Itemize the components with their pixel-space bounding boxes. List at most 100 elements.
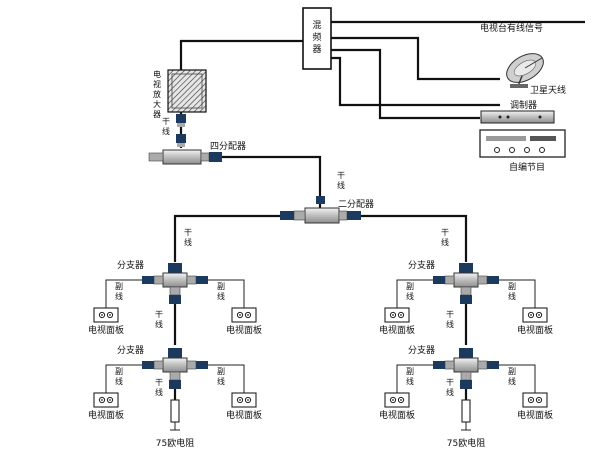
- svg-text:大: 大: [153, 99, 161, 109]
- tap-label: 分支器: [117, 259, 144, 271]
- trunk-label: 干线: [155, 310, 163, 329]
- svg-text:干: 干: [155, 378, 163, 387]
- branch-wire-left: [396, 364, 433, 393]
- svg-text:干: 干: [446, 378, 454, 387]
- trunk-label: 干线: [155, 378, 163, 397]
- resistor-icon: [170, 399, 180, 431]
- svg-text:线: 线: [115, 291, 123, 301]
- amplifier-icon: [167, 69, 207, 113]
- panel-label: 电视面板: [517, 409, 553, 421]
- mixer-label-1: 混: [312, 20, 321, 31]
- satellite-dish-icon: [506, 53, 544, 88]
- svg-text:线: 线: [155, 319, 163, 329]
- amp-connectors: [176, 114, 186, 147]
- branch-label-right: 副线: [217, 282, 225, 301]
- svg-text:线: 线: [115, 376, 123, 386]
- svg-text:副: 副: [115, 282, 123, 291]
- panel-label: 电视面板: [226, 324, 262, 336]
- branch-wire-right: [499, 279, 536, 308]
- svg-text:副: 副: [217, 282, 225, 291]
- svg-text:线: 线: [217, 376, 225, 386]
- svg-text:视: 视: [153, 79, 161, 89]
- svg-text:副: 副: [508, 367, 516, 376]
- svg-text:干: 干: [446, 310, 454, 319]
- tv-socket-icon: [522, 392, 548, 408]
- tv-socket-icon: [93, 307, 119, 323]
- four-splitter-icon: [148, 149, 222, 165]
- tv-socket-icon: [231, 307, 257, 323]
- two-splitter-icon: [280, 207, 361, 224]
- trunk-label-right: 干 线: [441, 228, 449, 247]
- svg-text:线: 线: [337, 180, 345, 190]
- tap-icon: [433, 263, 499, 304]
- panel-label: 电视面板: [517, 324, 553, 336]
- top-wiring: [179, 20, 585, 148]
- svg-text:干: 干: [441, 228, 449, 237]
- panel-label: 电视面板: [88, 324, 124, 336]
- trunk-label: 干线: [446, 378, 454, 397]
- svg-text:线: 线: [406, 291, 414, 301]
- branch-label-right: 副线: [217, 367, 225, 386]
- branch-groups: 分支器副线副线电视面板电视面板分支器副线副线电视面板电视面板干线干线75欧电阻分…: [88, 259, 553, 449]
- panel-label: 电视面板: [226, 409, 262, 421]
- svg-text:电: 电: [153, 69, 161, 79]
- tv-socket-icon: [93, 392, 119, 408]
- svg-text:线: 线: [162, 126, 170, 136]
- resistor-label: 75欧电阻: [156, 437, 194, 449]
- branch-label-left: 副线: [406, 367, 414, 386]
- svg-text:副: 副: [508, 282, 516, 291]
- svg-text:干: 干: [162, 117, 170, 126]
- svg-text:线: 线: [217, 291, 225, 301]
- branch-label-left: 副线: [115, 282, 123, 301]
- tv-socket-icon: [384, 307, 410, 323]
- mixer-box: 混 频 器: [302, 7, 332, 70]
- resistor-label: 75欧电阻: [447, 437, 485, 449]
- satellite-label: 卫星天线: [530, 84, 566, 96]
- modulator-wire: [331, 48, 480, 120]
- svg-text:干: 干: [184, 228, 192, 237]
- svg-text:线: 线: [508, 376, 516, 386]
- branch-wire-right: [499, 364, 536, 393]
- trunk-label-top: 干 线: [162, 117, 170, 136]
- svg-text:线: 线: [406, 376, 414, 386]
- tv-socket-icon: [384, 392, 410, 408]
- branch-label-right: 副线: [508, 282, 516, 301]
- modulator-label: 调制器: [510, 99, 537, 111]
- tv-signal-label: 电视台有线信号: [480, 22, 543, 34]
- branch-wire-right: [208, 364, 245, 393]
- branch-wire-left: [396, 279, 433, 308]
- branch-wire-left: [105, 279, 142, 308]
- branch-wire-right: [208, 279, 245, 308]
- four-splitter-label: 四分配器: [210, 141, 246, 152]
- right-branch-group: 分支器副线副线电视面板电视面板分支器副线副线电视面板电视面板干线干线75欧电阻: [379, 259, 553, 449]
- panel-label: 电视面板: [379, 409, 415, 421]
- svg-text:副: 副: [115, 367, 123, 376]
- svg-text:线: 线: [508, 291, 516, 301]
- receiver-icon: [479, 129, 566, 158]
- svg-text:线: 线: [441, 237, 449, 247]
- panel-label: 电视面板: [88, 409, 124, 421]
- branch-label-left: 副线: [406, 282, 414, 301]
- svg-text:线: 线: [446, 319, 454, 329]
- tv-socket-icon: [522, 307, 548, 323]
- mixer-to-amp-wire: [179, 39, 303, 70]
- modulator-icon: [480, 110, 555, 124]
- svg-text:线: 线: [184, 237, 192, 247]
- trunk-label-left: 干 线: [184, 228, 192, 247]
- panel-label: 电视面板: [379, 324, 415, 336]
- tap-label: 分支器: [408, 259, 435, 271]
- mixer-label-2: 频: [312, 31, 321, 43]
- svg-text:器: 器: [153, 110, 161, 119]
- satellite-wire: [331, 36, 500, 81]
- branch-label-right: 副线: [508, 367, 516, 386]
- amp-vertical-label: 电 视 放 大 器: [153, 69, 161, 119]
- tap-icon: [433, 348, 499, 389]
- branch-label-left: 副线: [115, 367, 123, 386]
- left-branch-group: 分支器副线副线电视面板电视面板分支器副线副线电视面板电视面板干线干线75欧电阻: [88, 259, 262, 449]
- trunk-label: 干线: [446, 310, 454, 329]
- modulator-wire-2: [331, 56, 500, 107]
- svg-text:干: 干: [337, 171, 345, 180]
- svg-text:副: 副: [406, 282, 414, 291]
- splitter-trunk-wire: [222, 155, 322, 208]
